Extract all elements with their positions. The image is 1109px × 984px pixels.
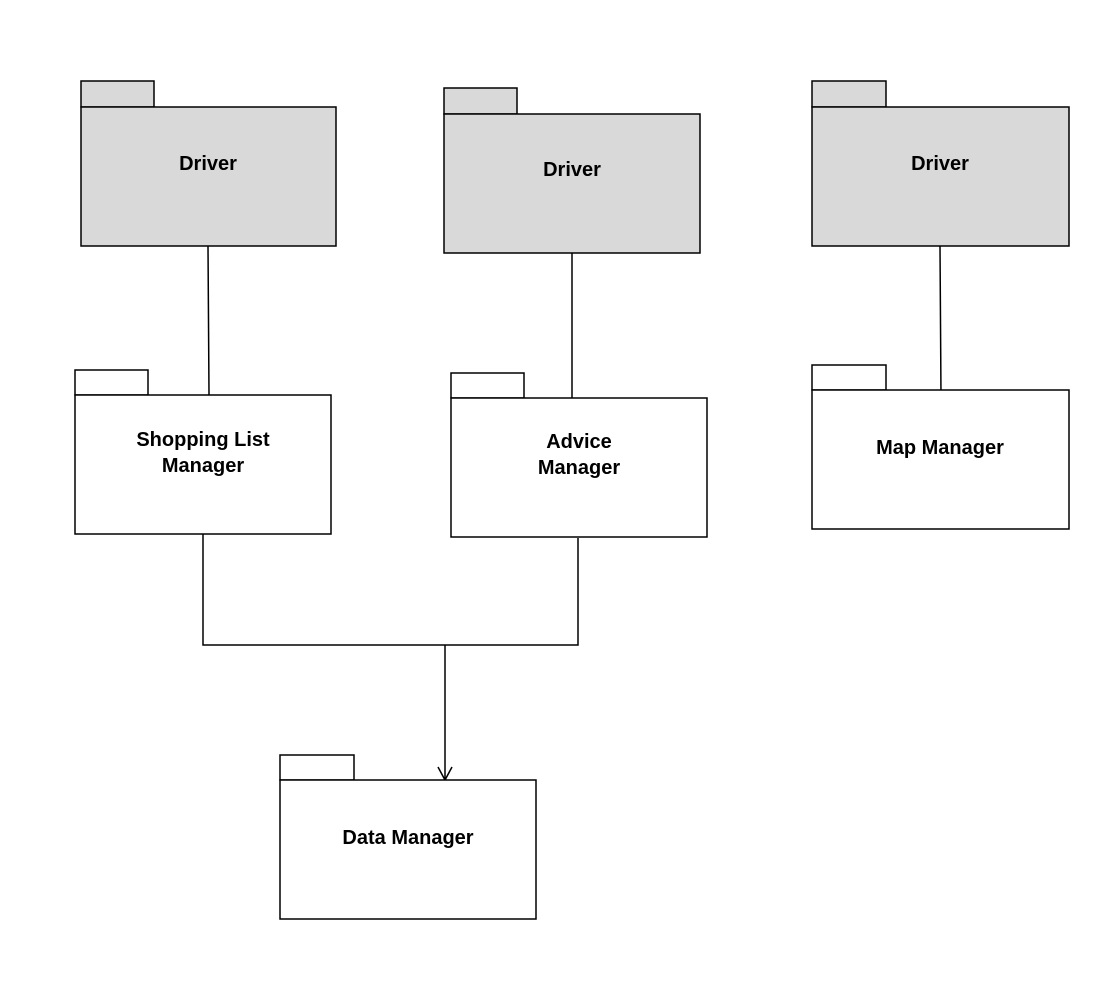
connector-driver-1-to-shopping-list-manager	[207, 245, 210, 396]
advice-manager-label-line-1: Advice	[546, 431, 612, 453]
connector-shopping-list-manager-to-data-manager	[202, 534, 445, 646]
package-body	[811, 106, 1070, 247]
package-body	[811, 389, 1070, 530]
package-body	[443, 113, 701, 254]
package-body	[74, 394, 332, 535]
driver-2-label: Driver	[543, 159, 601, 181]
data-manager-package[interactable]: Data Manager	[279, 754, 537, 920]
driver-package-1[interactable]: Driver	[80, 80, 337, 247]
map-manager-package[interactable]: Map Manager	[811, 364, 1070, 530]
package-tab	[74, 369, 149, 396]
connector-driver-3-to-map-manager	[939, 245, 942, 398]
package-tab	[80, 80, 155, 108]
shopping-list-manager-label-line-1: Shopping List	[136, 429, 270, 451]
data-manager-label: Data Manager	[342, 827, 473, 849]
advice-manager-package[interactable]: Advice Manager	[450, 372, 708, 538]
connector-advice-manager-to-data-manager	[445, 538, 579, 646]
advice-manager-label-line-2: Manager	[538, 457, 620, 479]
package-tab	[443, 87, 518, 115]
shopping-list-manager-package[interactable]: Shopping List Manager	[74, 369, 332, 535]
driver-package-3[interactable]: Driver	[811, 80, 1070, 247]
package-tab	[811, 80, 887, 108]
driver-package-2[interactable]: Driver	[443, 87, 701, 254]
map-manager-label: Map Manager	[876, 437, 1004, 459]
package-tab	[450, 372, 525, 399]
shopping-list-manager-label-line-2: Manager	[162, 455, 244, 477]
driver-1-label: Driver	[179, 153, 237, 175]
package-body	[279, 779, 537, 920]
driver-3-label: Driver	[911, 153, 969, 175]
package-tab	[279, 754, 355, 781]
package-body	[80, 106, 337, 247]
package-body	[450, 397, 708, 538]
package-tab	[811, 364, 887, 391]
